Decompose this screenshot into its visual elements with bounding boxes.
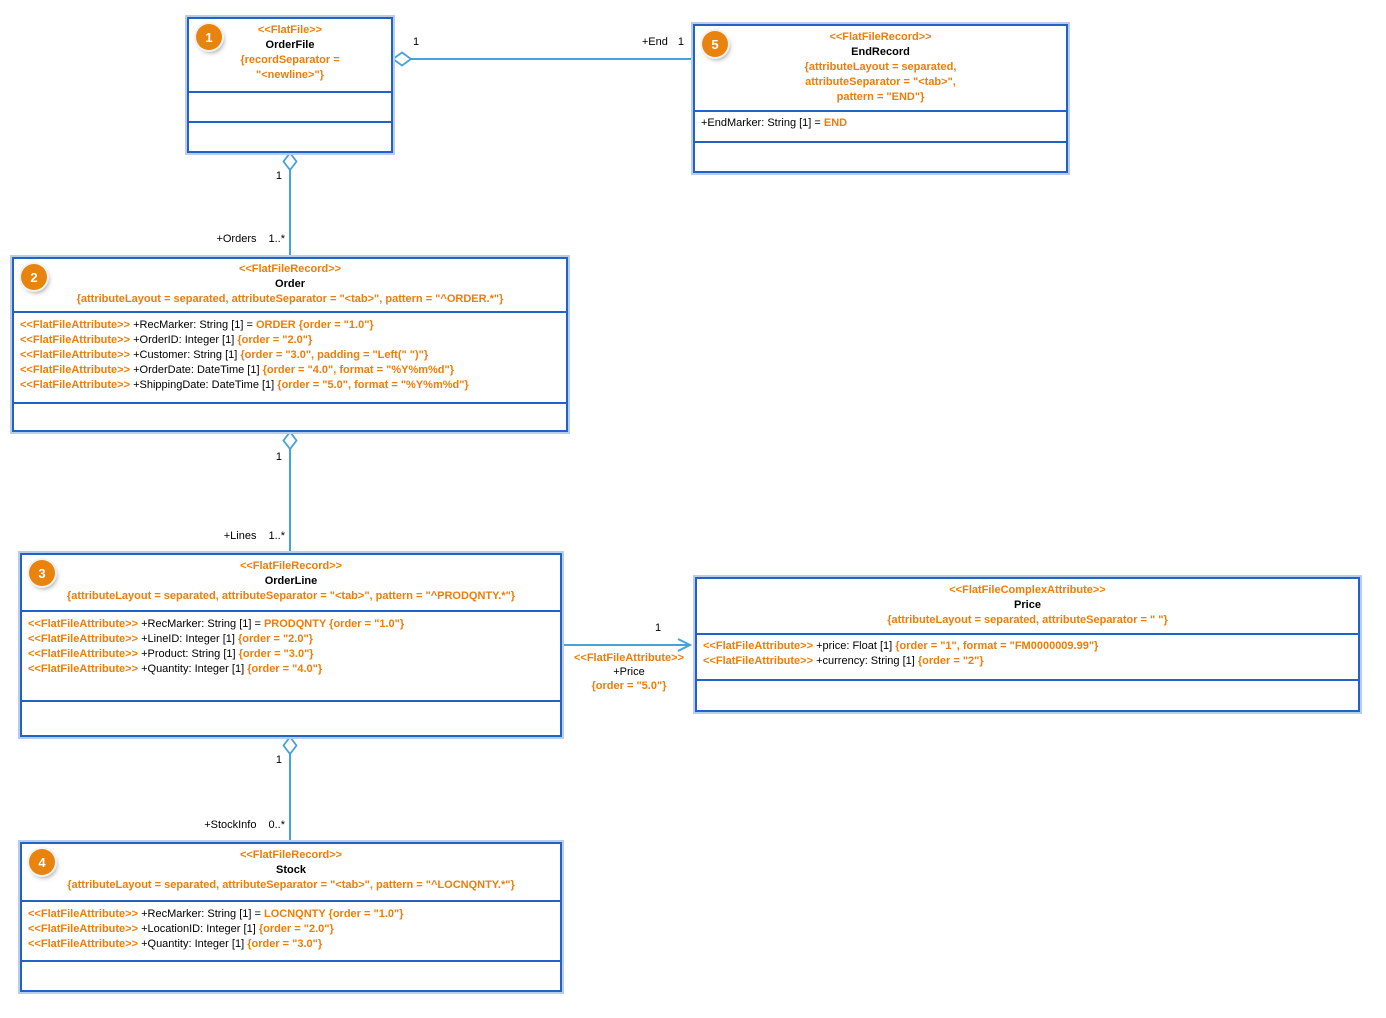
attribute-line: <<FlatFileAttribute>> +price: Float [1] … bbox=[703, 640, 1099, 652]
multiplicity-label: 1 bbox=[677, 36, 684, 48]
role-label: +Lines bbox=[223, 530, 257, 542]
class-constraint: {attributeLayout = separated, attributeS… bbox=[66, 590, 516, 602]
role-label-group: +Orders 1..* bbox=[160, 233, 285, 246]
role-label: +End bbox=[641, 36, 668, 48]
role-label: +Orders bbox=[216, 233, 257, 245]
attribute-line: <<FlatFileAttribute>> +LineID: Integer [… bbox=[28, 633, 313, 645]
class-order[interactable]: 2 <<FlatFileRecord>> Order {attributeLay… bbox=[12, 257, 568, 432]
attributes-compartment: <<FlatFileAttribute>> +price: Float [1] … bbox=[697, 633, 1358, 679]
class-constraint: {attributeLayout = separated, attributeS… bbox=[67, 879, 515, 891]
step-badge-3: 3 bbox=[29, 560, 55, 586]
role-label: +Price bbox=[613, 666, 645, 678]
role-label: +StockInfo bbox=[204, 819, 257, 831]
class-name: Order bbox=[275, 278, 305, 290]
operations-compartment bbox=[22, 960, 560, 990]
step-badge-4: 4 bbox=[29, 849, 55, 875]
role-label-group: +End 1 bbox=[600, 36, 684, 49]
class-stereotype: <<FlatFileRecord>> bbox=[829, 31, 932, 43]
step-badge-2: 2 bbox=[21, 264, 47, 290]
role-label-group: +StockInfo 0..* bbox=[150, 819, 285, 832]
aggregation-diamond-icon bbox=[391, 51, 413, 67]
attribute-line: <<FlatFileAttribute>> +Quantity: Integer… bbox=[28, 663, 323, 675]
class-name: OrderLine bbox=[264, 575, 318, 587]
attribute-line: <<FlatFileAttribute>> +LocationID: Integ… bbox=[28, 923, 334, 935]
operations-compartment bbox=[14, 402, 566, 430]
step-badge-5: 5 bbox=[702, 31, 728, 57]
multiplicity-label: 0..* bbox=[268, 819, 285, 831]
class-stereotype: <<FlatFileRecord>> bbox=[239, 560, 343, 572]
operations-compartment bbox=[22, 700, 560, 735]
attribute-line: <<FlatFileAttribute>> +Customer: String … bbox=[20, 349, 429, 361]
attributes-compartment: <<FlatFileAttribute>> +RecMarker: String… bbox=[14, 311, 566, 402]
attribute-line: <<FlatFileAttribute>> +OrderDate: DateTi… bbox=[20, 364, 455, 376]
multiplicity-label: 1 bbox=[413, 36, 420, 48]
operations-compartment bbox=[697, 679, 1358, 710]
attributes-compartment: <<FlatFileAttribute>> +RecMarker: String… bbox=[22, 900, 560, 960]
multiplicity-label: 1 bbox=[275, 170, 282, 182]
class-constraint: {attributeLayout = separated, attributeS… bbox=[804, 61, 957, 103]
attribute-line: +EndMarker: String [1] = END bbox=[701, 117, 848, 129]
class-stereotype: <<FlatFile>> bbox=[257, 24, 323, 36]
attribute-line: <<FlatFileAttribute>> +RecMarker: String… bbox=[28, 908, 404, 920]
class-constraint: {recordSeparator = "<newline>"} bbox=[240, 54, 340, 81]
attribute-line: <<FlatFileAttribute>> +ShippingDate: Dat… bbox=[20, 379, 469, 391]
class-constraint: {attributeLayout = separated, attributeS… bbox=[76, 293, 504, 305]
class-stereotype: <<FlatFileComplexAttribute>> bbox=[949, 584, 1106, 596]
class-orderline[interactable]: 3 <<FlatFileRecord>> OrderLine {attribut… bbox=[20, 553, 562, 737]
attribute-line: <<FlatFileAttribute>> +Quantity: Integer… bbox=[28, 938, 323, 950]
aggregation-diamond-icon bbox=[282, 151, 298, 172]
attribute-line: <<FlatFileAttribute>> +Product: String [… bbox=[28, 648, 314, 660]
step-badge-1: 1 bbox=[196, 24, 222, 50]
class-stereotype: <<FlatFileRecord>> bbox=[238, 263, 342, 275]
attributes-compartment bbox=[189, 91, 391, 121]
attribute-line: <<FlatFileAttribute>> +RecMarker: String… bbox=[20, 319, 374, 331]
operations-compartment bbox=[189, 121, 391, 151]
role-label-group: <<FlatFileAttribute>> +Price {order = "5… bbox=[559, 651, 699, 693]
class-constraint: {attributeLayout = separated, attributeS… bbox=[887, 614, 1168, 626]
class-orderfile[interactable]: 1 <<FlatFile>> OrderFile {recordSeparato… bbox=[187, 17, 393, 153]
multiplicity-label: 1 bbox=[275, 754, 282, 766]
aggregation-diamond-icon bbox=[282, 735, 298, 756]
attribute-line: <<FlatFileAttribute>> +OrderID: Integer … bbox=[20, 334, 313, 346]
attributes-compartment: <<FlatFileAttribute>> +RecMarker: String… bbox=[22, 610, 560, 700]
multiplicity-label: 1 bbox=[655, 622, 662, 634]
class-name: OrderFile bbox=[265, 39, 315, 51]
edge-stereotype-label: <<FlatFileAttribute>> bbox=[573, 652, 685, 664]
attribute-line: <<FlatFileAttribute>> +RecMarker: String… bbox=[28, 618, 405, 630]
attributes-compartment: +EndMarker: String [1] = END bbox=[695, 110, 1066, 141]
open-arrowhead-icon bbox=[677, 638, 693, 652]
aggregation-diamond-icon bbox=[282, 430, 298, 451]
class-stock[interactable]: 4 <<FlatFileRecord>> Stock {attributeLay… bbox=[20, 842, 562, 992]
class-stereotype: <<FlatFileRecord>> bbox=[239, 849, 343, 861]
class-endrecord[interactable]: 5 <<FlatFileRecord>> EndRecord {attribut… bbox=[693, 24, 1068, 173]
attribute-line: <<FlatFileAttribute>> +currency: String … bbox=[703, 655, 984, 667]
multiplicity-label: 1 bbox=[275, 451, 282, 463]
edge-constraint-label: {order = "5.0"} bbox=[591, 680, 667, 692]
multiplicity-label: 1..* bbox=[268, 530, 285, 542]
class-price[interactable]: <<FlatFileComplexAttribute>> Price {attr… bbox=[695, 577, 1360, 712]
class-name: Price bbox=[1014, 599, 1041, 611]
class-name: EndRecord bbox=[851, 46, 910, 58]
multiplicity-label: 1..* bbox=[268, 233, 285, 245]
role-label-group: +Lines 1..* bbox=[160, 530, 285, 543]
class-name: Stock bbox=[276, 864, 306, 876]
operations-compartment bbox=[695, 141, 1066, 171]
